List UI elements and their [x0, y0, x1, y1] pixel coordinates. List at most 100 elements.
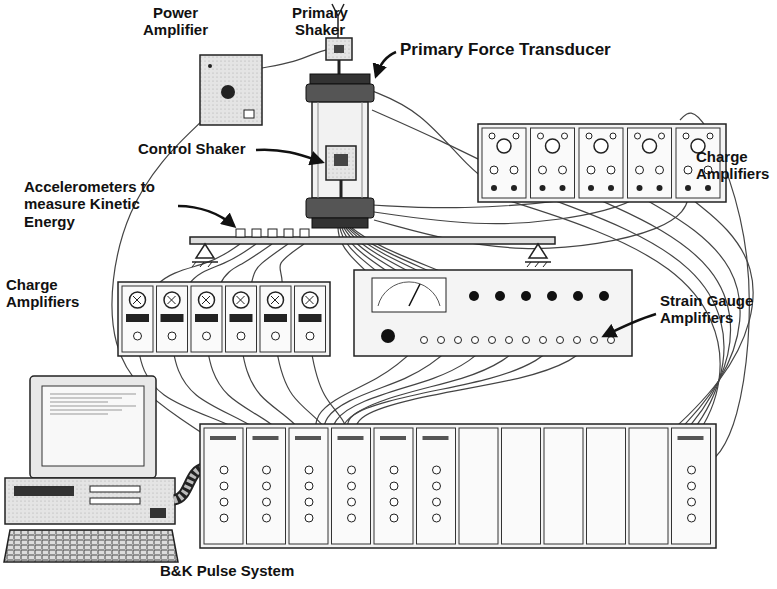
computer-part-part: [50, 410, 122, 411]
beam-part: [192, 261, 551, 263]
charge-amplifiers-left-part-part: [272, 332, 280, 340]
charge-amplifiers-left-part-part: [202, 296, 210, 304]
charge-amplifiers-right-part-part: [628, 128, 672, 198]
charge-amplifiers-right-part-part: [637, 185, 643, 191]
pulse-analyzer-rack-part-part: [220, 482, 228, 490]
pulse-analyzer-rack-part-part: [688, 466, 696, 474]
strain-gauge-amplifiers-part-part: [591, 337, 598, 344]
computer-part-part: [50, 406, 136, 407]
charge-amplifiers-right-part-part: [683, 133, 689, 139]
charge-amplifiers-left-part-part: [226, 286, 257, 352]
pulse-analyzer-rack-part: [200, 424, 716, 548]
charge-amplifiers-right-part-part: [608, 185, 614, 191]
charge-amplifiers-left-part-part: [295, 286, 326, 352]
primary-shaker-part: [334, 45, 344, 53]
strain-gauge-amplifiers-part-part: [521, 291, 531, 301]
strain-gauge-amplifiers-part: [372, 278, 446, 312]
accelerometers-part: [236, 229, 245, 237]
charge-amplifiers-left-part-part: [230, 314, 253, 322]
charge-amplifiers-left-part-part: [271, 296, 279, 304]
charge-amplifiers-right-part-part: [636, 166, 644, 174]
strain-gauge-amplifiers: [354, 270, 632, 356]
pulse-analyzer-rack-part-part: [247, 428, 286, 544]
pulse-analyzer-rack-part-part: [348, 482, 356, 490]
charge-amplifiers-right-part-part: [546, 139, 560, 153]
charge-amplifiers-right-part-part: [489, 133, 495, 139]
strain-gauge-amplifiers-part-part: [547, 291, 557, 301]
accelerometers-part: [252, 229, 261, 237]
strain-gauge-amplifiers-part-part: [506, 337, 513, 344]
pulse-analyzer-rack-part-part: [423, 436, 449, 440]
pulse-analyzer-rack-part-part: [390, 498, 398, 506]
charge-amplifiers-right-part-part: [482, 128, 526, 198]
pulse-analyzer-rack-part-part: [629, 428, 668, 544]
primary-shaker-part: [326, 38, 352, 60]
pulse-analyzer-rack-part-part: [253, 436, 279, 440]
charge-amplifiers-left-part-part: [233, 292, 249, 308]
charge-amplifiers-left-part-part: [122, 286, 153, 352]
charge-amplifiers-right-part-part: [513, 133, 519, 139]
pulse-analyzer-rack-part-part: [433, 482, 441, 490]
charge-amplifiers-right-part-part: [610, 133, 616, 139]
strain-gauge-amplifiers-part: [421, 291, 615, 344]
charge-amplifiers-right-part-part: [490, 166, 498, 174]
charge-amplifiers-right-part-part: [659, 133, 665, 139]
pulse-analyzer-rack-part-part: [263, 514, 271, 522]
leader-arrows: [178, 52, 656, 336]
force-transducer-housing-part: [312, 102, 368, 198]
charge-amplifiers-left-part: [122, 286, 326, 352]
charge-amplifiers-left-part-part: [306, 332, 314, 340]
pulse-analyzer-rack-part-part: [459, 428, 498, 544]
charge-amplifiers-left-part-part: [264, 314, 287, 322]
charge-amplifiers-right-part-part: [657, 185, 663, 191]
computer-part: [90, 486, 140, 492]
charge-amplifiers-right-part-part: [579, 128, 623, 198]
charge-amplifiers-right-part: [478, 124, 726, 202]
pulse-analyzer-rack-part-part: [210, 436, 236, 440]
force-transducer-housing-part: [306, 198, 374, 218]
cables-part: [262, 50, 326, 68]
pulse-analyzer-rack-part-part: [338, 436, 364, 440]
computer-part: [90, 498, 140, 504]
charge-amplifiers-left-part-part: [299, 314, 322, 322]
strain-gauge-amplifiers-part-part: [574, 337, 581, 344]
charge-amplifiers-right-part-part: [587, 166, 595, 174]
charge-amplifiers-right-part-part: [685, 185, 691, 191]
charge-amplifiers-left-part: [118, 282, 330, 356]
force-transducer-housing: [306, 74, 374, 228]
leader-arrows-part: [376, 52, 396, 76]
computer-part-part: [50, 398, 122, 399]
charge-amplifiers-left-part-part: [133, 296, 141, 304]
accelerometers-part: [268, 229, 277, 237]
primary-shaker-part: [338, 60, 341, 74]
strain-gauge-amplifiers-part-part: [489, 337, 496, 344]
pulse-analyzer-rack-part-part: [348, 498, 356, 506]
strain-gauge-amplifiers-part-part: [540, 337, 547, 344]
charge-amplifiers-right-part-part: [607, 166, 615, 174]
callout-label: Control Shaker: [138, 140, 256, 157]
callout-label: Accelerometers to measure Kinetic Energy: [24, 178, 174, 230]
strain-gauge-amplifiers-part-part: [495, 291, 505, 301]
strain-gauge-amplifiers-part: [409, 284, 420, 306]
force-transducer-housing-part: [310, 74, 370, 84]
computer-part: [30, 376, 156, 478]
charge-amplifiers-right-part-part: [511, 185, 517, 191]
charge-amplifiers-right-part-part: [635, 133, 641, 139]
pulse-analyzer-rack-part-part: [678, 436, 704, 440]
computer-part: [50, 394, 136, 414]
charge-amplifiers-right-part-part: [643, 139, 657, 153]
callout-label: B&K Pulse System: [160, 562, 360, 579]
computer-part-part: [50, 394, 136, 395]
accelerometers: [236, 229, 309, 237]
charge-amplifiers-left-part-part: [130, 292, 146, 308]
charge-amplifiers-left-part-part: [126, 314, 149, 322]
strain-gauge-amplifiers-part-part: [557, 337, 564, 344]
charge-amplifiers-left-part-part: [134, 332, 142, 340]
charge-amplifiers-right-part-part: [588, 185, 594, 191]
callout-label: Charge Amplifiers: [696, 148, 774, 183]
strain-gauge-amplifiers-part-part: [455, 337, 462, 344]
pulse-analyzer-rack-part-part: [433, 514, 441, 522]
charge-amplifiers-right-part-part: [497, 139, 511, 153]
